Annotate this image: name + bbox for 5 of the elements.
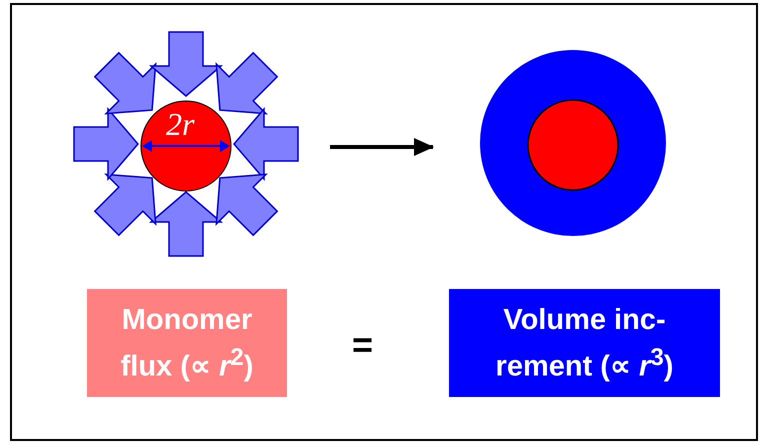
dimension-label: 2r bbox=[166, 106, 194, 143]
text-box: Monomer flux (∝ r$^{2}$) bbox=[87, 289, 287, 397]
arrow bbox=[330, 138, 434, 156]
equals-sign: = bbox=[352, 324, 374, 366]
text-box: Volume inc- rement (∝ r$^{3}$) bbox=[449, 289, 720, 397]
